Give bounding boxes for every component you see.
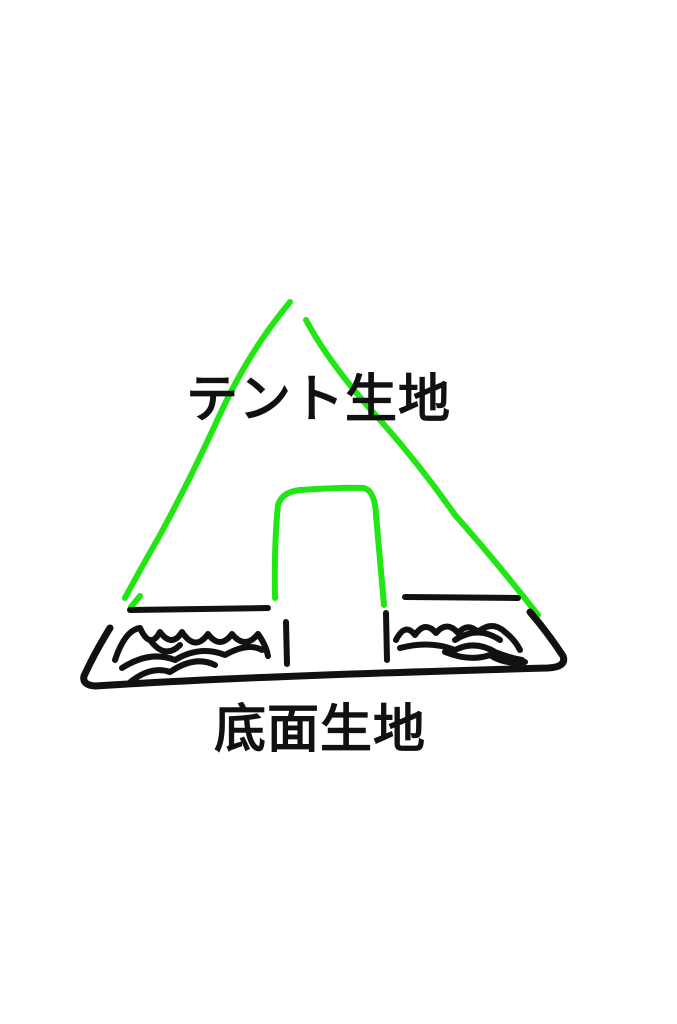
tent-left-foot xyxy=(128,593,143,610)
floor-door-left-edge xyxy=(283,619,290,667)
tent-right-side xyxy=(303,317,541,618)
tent-door xyxy=(271,484,387,608)
floor-fabric-label: 底面生地 xyxy=(214,700,427,760)
floor-right-scribble xyxy=(393,623,528,666)
floor-left-top-edge xyxy=(127,605,271,613)
floor-door-right-edge xyxy=(383,610,390,663)
floor-left-scribble xyxy=(112,625,271,687)
floor-right-top-edge xyxy=(402,594,521,601)
floor-outline xyxy=(80,608,568,690)
tent-fabric-label: テント生地 xyxy=(186,370,452,430)
tent-left-side xyxy=(122,299,293,601)
